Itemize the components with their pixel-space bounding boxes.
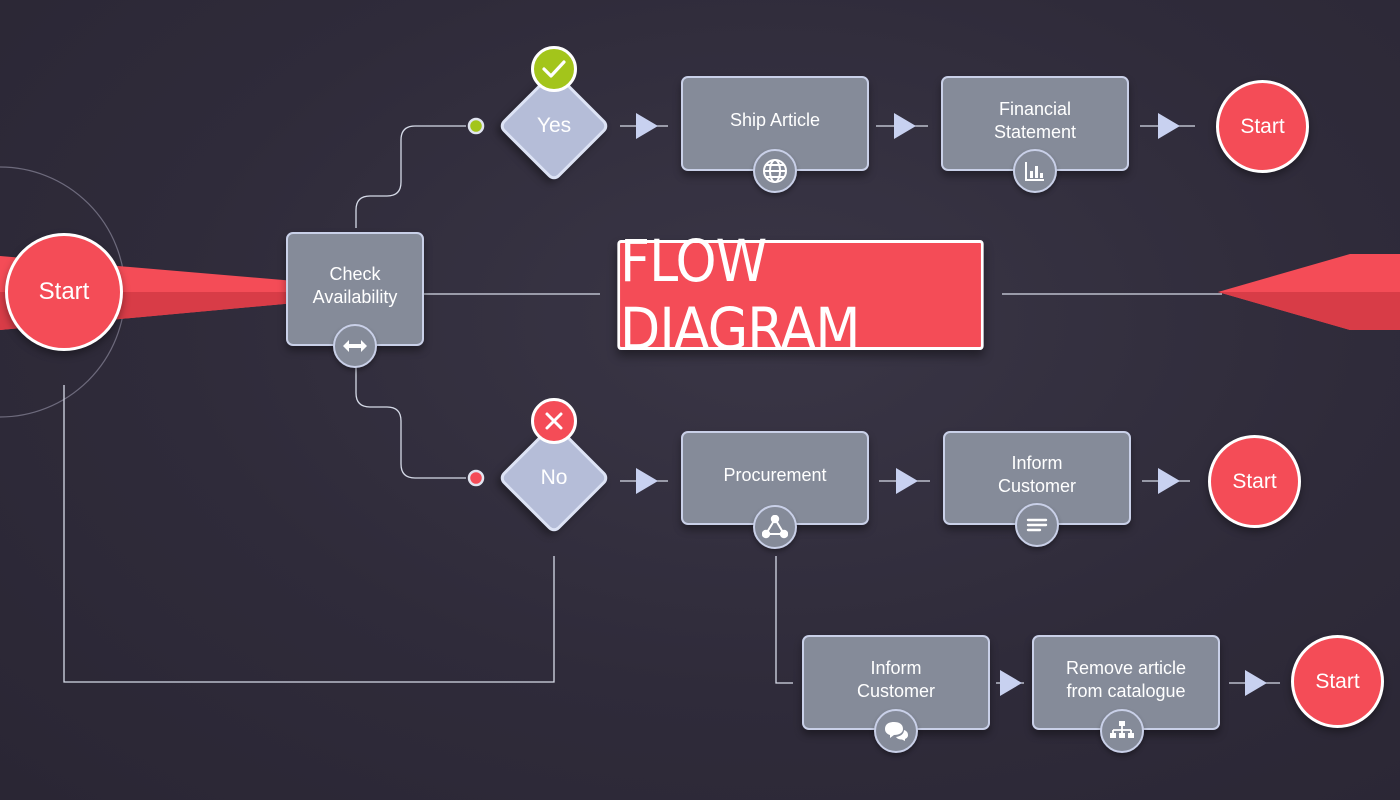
yes-connector-dot	[467, 117, 485, 135]
remove-article-label: Remove article from catalogue	[1065, 657, 1187, 701]
financial-statement-label: Financial Statement	[993, 98, 1077, 142]
network-nodes-icon	[753, 505, 797, 549]
start-node-bottom-label: Start	[1315, 669, 1360, 693]
globe-icon	[753, 149, 797, 193]
list-lines-icon	[1015, 503, 1059, 547]
start-node-main[interactable]: Start	[5, 233, 123, 351]
cross-icon	[531, 398, 577, 444]
decision-no[interactable]: No	[496, 420, 612, 536]
connector-check-no	[355, 366, 466, 479]
connector-check-yes	[355, 125, 466, 228]
arrow-no-procurement	[636, 468, 658, 494]
decision-yes[interactable]: Yes	[496, 68, 612, 184]
diagram-title-text: FLOW DIAGRAM	[620, 227, 860, 363]
start-node-yes-label: Start	[1240, 114, 1285, 138]
start-node-no-label: Start	[1232, 469, 1277, 493]
check-availability-label: Check Availability	[312, 264, 398, 307]
arrow-remove-start	[1245, 670, 1267, 696]
diagram-title: FLOW DIAGRAM	[617, 227, 984, 363]
ship-article-label: Ship Article	[729, 110, 821, 130]
decision-no-label: No	[540, 466, 568, 489]
start-node-yes[interactable]: Start	[1216, 80, 1309, 173]
checkmark-icon	[531, 46, 577, 92]
inform-customer-label-1: Inform Customer	[997, 453, 1077, 496]
start-node-main-label: Start	[38, 278, 90, 305]
left-right-arrow-icon	[333, 324, 377, 368]
chat-bubbles-icon	[874, 709, 918, 753]
arrow-yes-ship	[636, 113, 658, 139]
no-connector-dot	[467, 469, 485, 487]
right-pointer-shadow	[1218, 292, 1400, 330]
arrow-financial-start	[1158, 113, 1180, 139]
org-chart-icon	[1100, 709, 1144, 753]
connector-no-loop	[63, 385, 555, 683]
arrow-procurement-inform	[896, 468, 918, 494]
decision-yes-label: Yes	[536, 114, 572, 137]
arrow-ship-financial	[894, 113, 916, 139]
procurement-label: Procurement	[723, 464, 827, 485]
connector-procurement-branch	[775, 556, 793, 684]
bar-chart-icon	[1013, 149, 1057, 193]
arrow-inform2-remove	[1000, 670, 1022, 696]
inform-customer-label-2: Inform Customer	[856, 657, 936, 701]
start-node-bottom[interactable]: Start	[1291, 635, 1384, 728]
start-node-no[interactable]: Start	[1208, 435, 1301, 528]
arrow-inform-start	[1158, 468, 1180, 494]
